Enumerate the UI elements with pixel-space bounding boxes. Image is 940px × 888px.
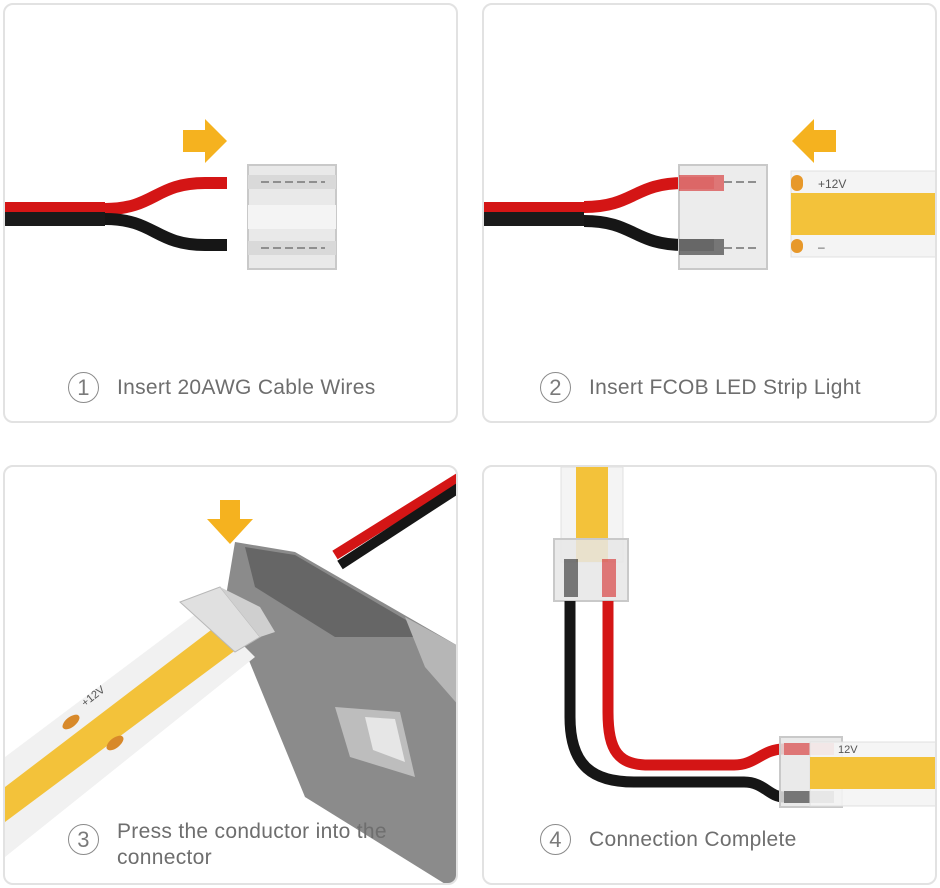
positive-label: 12V [838, 744, 858, 756]
step-label: Connection Complete [589, 827, 797, 851]
step-2-panel: +12V – 2 Insert FCOB LED Strip Light [482, 3, 937, 423]
cable-wires [564, 601, 785, 803]
led-strip [790, 170, 935, 258]
connector-top [553, 538, 629, 602]
step-2-illustration: +12V – [484, 119, 935, 270]
step-label: Insert FCOB LED Strip Light [589, 375, 861, 399]
connector [678, 164, 768, 270]
cable-wires [5, 177, 227, 251]
positive-label: +12V [818, 177, 846, 191]
step-4-illustration: 12V [553, 467, 935, 808]
step-number-badge: 4 [540, 824, 571, 855]
arrow-left-icon [792, 119, 836, 163]
step-number-badge: 3 [68, 824, 99, 855]
step-3-panel: +12V 3 Press the conductor into the conn… [3, 465, 458, 885]
step-1-panel: 1 Insert 20AWG Cable Wires [3, 3, 458, 423]
step-4-panel: 12V 4 Connection Complete [482, 465, 937, 885]
connector [179, 586, 275, 653]
led-strip [5, 607, 255, 857]
arrow-right-icon [183, 119, 227, 163]
step-3-caption: 3 Press the conductor into the connector [68, 819, 387, 871]
crimping-tool [225, 542, 456, 883]
step-1-illustration [5, 119, 337, 270]
step-1-caption: 1 Insert 20AWG Cable Wires [68, 372, 376, 403]
step-number-badge: 1 [68, 372, 99, 403]
step-4-caption: 4 Connection Complete [540, 824, 797, 855]
step-label: Press the conductor into the connector [117, 820, 387, 869]
connector [247, 164, 337, 270]
step-number-badge: 2 [540, 372, 571, 403]
step-2-caption: 2 Insert FCOB LED Strip Light [540, 372, 861, 403]
step-label: Insert 20AWG Cable Wires [117, 375, 376, 399]
step-3-illustration: +12V [5, 473, 456, 883]
cable-wires [332, 473, 456, 560]
led-strip-horizontal [809, 741, 935, 807]
arrow-down-icon [207, 500, 253, 544]
negative-label: – [818, 240, 825, 254]
